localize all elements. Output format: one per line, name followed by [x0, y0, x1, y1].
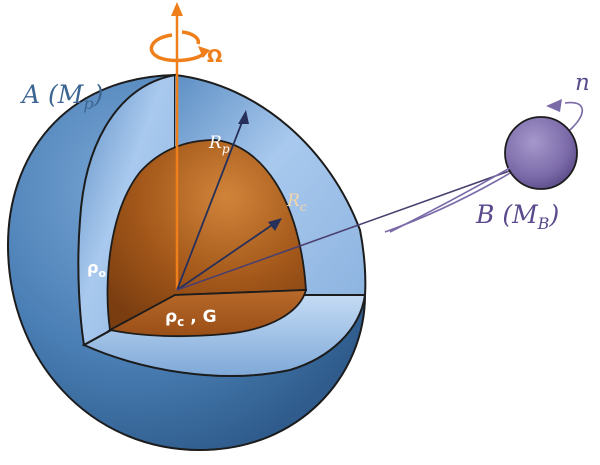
mantle-outline-arc: [174, 74, 367, 296]
planet-a: [6, 73, 367, 452]
label-omega: Ω: [207, 46, 222, 67]
core-floor: [107, 289, 308, 337]
orbit-arrowhead: [546, 99, 562, 112]
radius-lines: [176, 110, 541, 291]
core-cut-face: [106, 139, 307, 332]
axis-arrowhead: [171, 2, 183, 16]
omega-rotation-arrow: [149, 33, 207, 63]
rp-arrowhead: [238, 110, 249, 124]
label-rho-c-g: ρc , G: [165, 307, 217, 329]
moon-b: [384, 99, 583, 233]
label-n: n: [575, 70, 590, 96]
omega-arrowhead: [198, 46, 210, 58]
label-rc: Rc: [286, 191, 307, 214]
rp-radius-line: [176, 116, 245, 291]
label-body-b: B (MB): [475, 200, 559, 233]
rotation-axis: [149, 2, 210, 290]
moon-sphere: [504, 116, 578, 190]
orbit-front: [389, 164, 516, 233]
omega-arrow-top: [181, 30, 201, 45]
planet-moon-line: [176, 159, 541, 291]
label-body-a: A (Mp): [20, 80, 103, 113]
rc-arrowhead: [268, 218, 282, 231]
rc-radius-line: [176, 222, 276, 291]
label-rp: Rp: [208, 133, 230, 156]
label-rho-o: ρo: [87, 258, 106, 280]
